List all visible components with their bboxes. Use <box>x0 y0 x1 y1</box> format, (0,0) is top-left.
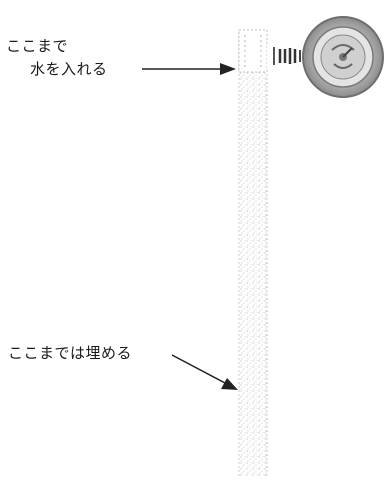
gauge-connector <box>267 44 303 68</box>
standpipe <box>238 29 268 476</box>
water-fill-label-line-2: 水を入れる <box>30 60 108 78</box>
dial-gauge-icon <box>302 16 384 98</box>
water-fill-label-line-1: ここまで <box>6 37 69 55</box>
water-fill-arrow <box>142 63 236 75</box>
bury-depth-arrow <box>171 354 238 390</box>
bury-depth-label: ここまでは埋める <box>8 344 133 362</box>
